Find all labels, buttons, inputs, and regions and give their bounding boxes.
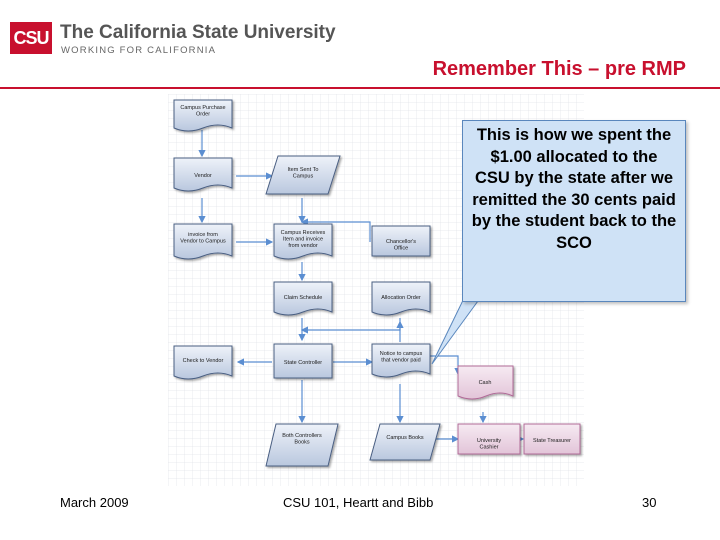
svg-text:Vendor: Vendor: [194, 173, 212, 179]
svg-text:Cash: Cash: [479, 380, 492, 386]
node-claim: Claim Schedule: [273, 281, 333, 316]
callout-text: This is how we spent the $1.00 allocated…: [471, 126, 677, 252]
node-campus-books: Campus Books: [369, 423, 441, 461]
explanation-callout: This is how we spent the $1.00 allocated…: [462, 120, 686, 302]
university-name: The California State University: [60, 22, 336, 43]
callout-pointer: [431, 287, 487, 365]
node-controller: State Controller: [273, 343, 333, 379]
slide-title: Remember This – pre RMP: [432, 58, 686, 80]
node-vendor: Vendor: [173, 157, 233, 192]
footer-course: CSU 101, Heartt and Bibb: [283, 495, 434, 510]
svg-text:State Controller: State Controller: [284, 360, 322, 366]
header-divider: [0, 87, 720, 89]
footer-date: March 2009: [60, 495, 129, 510]
svg-text:State Treasurer: State Treasurer: [533, 438, 571, 444]
node-treasurer: State Treasurer: [523, 423, 581, 455]
svg-text:Check to Vendor: Check to Vendor: [183, 358, 224, 364]
node-cash: Cash: [457, 365, 514, 400]
node-allocation: Allocation Order: [371, 281, 431, 316]
node-check: Check to Vendor: [173, 345, 233, 380]
svg-text:Claim Schedule: Claim Schedule: [284, 295, 323, 301]
svg-text:Allocation Order: Allocation Order: [381, 295, 421, 301]
page-number: 30: [642, 495, 657, 510]
svg-text:Campus Books: Campus Books: [386, 435, 424, 441]
university-tagline: WORKING FOR CALIFORNIA: [61, 45, 217, 56]
flow-connectors: [198, 130, 525, 443]
csu-logo: CSU: [10, 22, 52, 54]
